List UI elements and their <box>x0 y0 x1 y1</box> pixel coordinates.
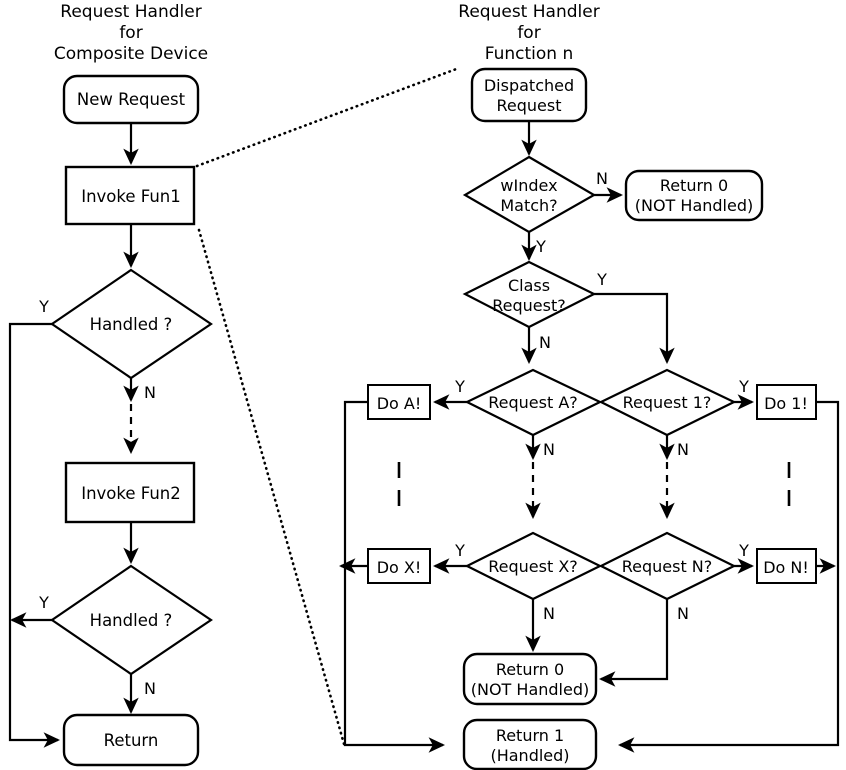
invoke-fun2-label: Invoke Fun2 <box>81 484 181 503</box>
handled-2-no-label: N <box>144 679 156 698</box>
right-title-line-1: Request Handler <box>458 2 599 22</box>
expansion-connector-bottom <box>197 228 346 746</box>
windex-yes-label: Y <box>535 237 546 256</box>
edge-request-n-no-to-return0-bottom <box>598 599 669 687</box>
handled-1-no-label: N <box>144 383 156 402</box>
return1-shape <box>462 718 598 770</box>
request-a-no-label: N <box>543 440 555 459</box>
node-do-a[interactable]: Do A! <box>367 384 431 420</box>
return-shape <box>62 713 200 767</box>
request-n-yes-label: Y <box>738 541 749 560</box>
handled-1-label: Handled ? <box>90 315 173 334</box>
do-a-label: Do A! <box>377 394 422 413</box>
node-do-n[interactable]: Do N! <box>756 548 817 584</box>
left-title-line-1: Request Handler <box>60 2 201 22</box>
request-x-yes-label: Y <box>454 541 465 560</box>
do-1-shape <box>756 384 817 420</box>
windex-match-label-line-1: wIndex <box>500 176 557 195</box>
request-1-yes-label: Y <box>738 377 749 396</box>
class-request-label-line-1: Class <box>508 276 550 295</box>
right-column-title: Request Handler for Function n <box>458 2 599 64</box>
request-n-no-label: N <box>677 604 689 623</box>
return0-top-label-line-2: (NOT Handled) <box>635 196 753 215</box>
node-do-1[interactable]: Do 1! <box>756 384 817 420</box>
return1-label-line-2: (Handled) <box>490 746 569 765</box>
request-1-label: Request 1? <box>623 393 712 412</box>
edge-class-yes-to-request-1 <box>594 292 675 365</box>
invoke-fun1-label: Invoke Fun1 <box>81 187 181 206</box>
return0-top-label-line-1: Return 0 <box>660 176 728 195</box>
do-n-label: Do N! <box>763 558 809 577</box>
node-windex-match[interactable]: wIndex Match? <box>462 155 597 234</box>
handled-1-yes-label: Y <box>38 297 49 316</box>
node-invoke-fun1[interactable]: Invoke Fun1 <box>64 165 196 226</box>
node-class-request[interactable]: Class Request? <box>462 260 597 329</box>
return0-bottom-label-line-2: (NOT Handled) <box>471 680 589 699</box>
node-return1[interactable]: Return 1 (Handled) <box>462 718 598 770</box>
request-n-label: Request N? <box>622 557 713 576</box>
right-title-line-3: Function n <box>485 44 574 64</box>
node-return[interactable]: Return <box>62 713 200 767</box>
class-yes-label: Y <box>596 270 607 289</box>
node-return0-bottom[interactable]: Return 0 (NOT Handled) <box>462 652 598 706</box>
windex-match-label-line-2: Match? <box>500 196 557 215</box>
node-new-request[interactable]: New Request <box>62 74 200 125</box>
left-title-line-3: Composite Device <box>54 44 208 64</box>
do-x-label: Do X! <box>377 558 422 577</box>
dispatched-request-label-line-1: Dispatched <box>484 76 574 95</box>
node-invoke-fun2[interactable]: Invoke Fun2 <box>64 461 196 524</box>
new-request-label: New Request <box>77 90 186 109</box>
edge-do-1-to-return1 <box>617 400 840 753</box>
do-n-shape <box>756 548 817 584</box>
request-1-no-label: N <box>677 440 689 459</box>
edge-handled-1-yes-to-return <box>8 322 61 748</box>
return-label: Return <box>104 731 159 750</box>
return0-bottom-shape <box>462 652 598 706</box>
request-x-no-label: N <box>543 604 555 623</box>
node-do-x[interactable]: Do X! <box>367 548 431 584</box>
right-title-line-2: for <box>517 23 540 43</box>
windex-no-label: N <box>596 169 608 188</box>
request-x-label: Request X? <box>488 557 578 576</box>
invoke-fun2-shape <box>64 461 196 524</box>
class-request-label-line-2: Request? <box>492 296 565 315</box>
return0-bottom-label-line-1: Return 0 <box>496 660 564 679</box>
handled-2-label: Handled ? <box>90 611 173 630</box>
dispatched-request-label-line-2: Request <box>497 96 562 115</box>
node-return0-top[interactable]: Return 0 (NOT Handled) <box>624 169 764 222</box>
invoke-fun1-shape <box>64 165 196 226</box>
request-a-yes-label: Y <box>454 377 465 396</box>
class-no-label: N <box>539 333 551 352</box>
do-1-label: Do 1! <box>764 394 808 413</box>
handled-2-yes-label: Y <box>38 593 49 612</box>
left-title-line-2: for <box>119 23 142 43</box>
return0-top-shape <box>624 169 764 222</box>
return1-label-line-1: Return 1 <box>496 726 564 745</box>
request-a-label: Request A? <box>488 393 578 412</box>
left-column-title: Request Handler for Composite Device <box>54 2 208 64</box>
node-dispatched-request[interactable]: Dispatched Request <box>470 67 588 123</box>
